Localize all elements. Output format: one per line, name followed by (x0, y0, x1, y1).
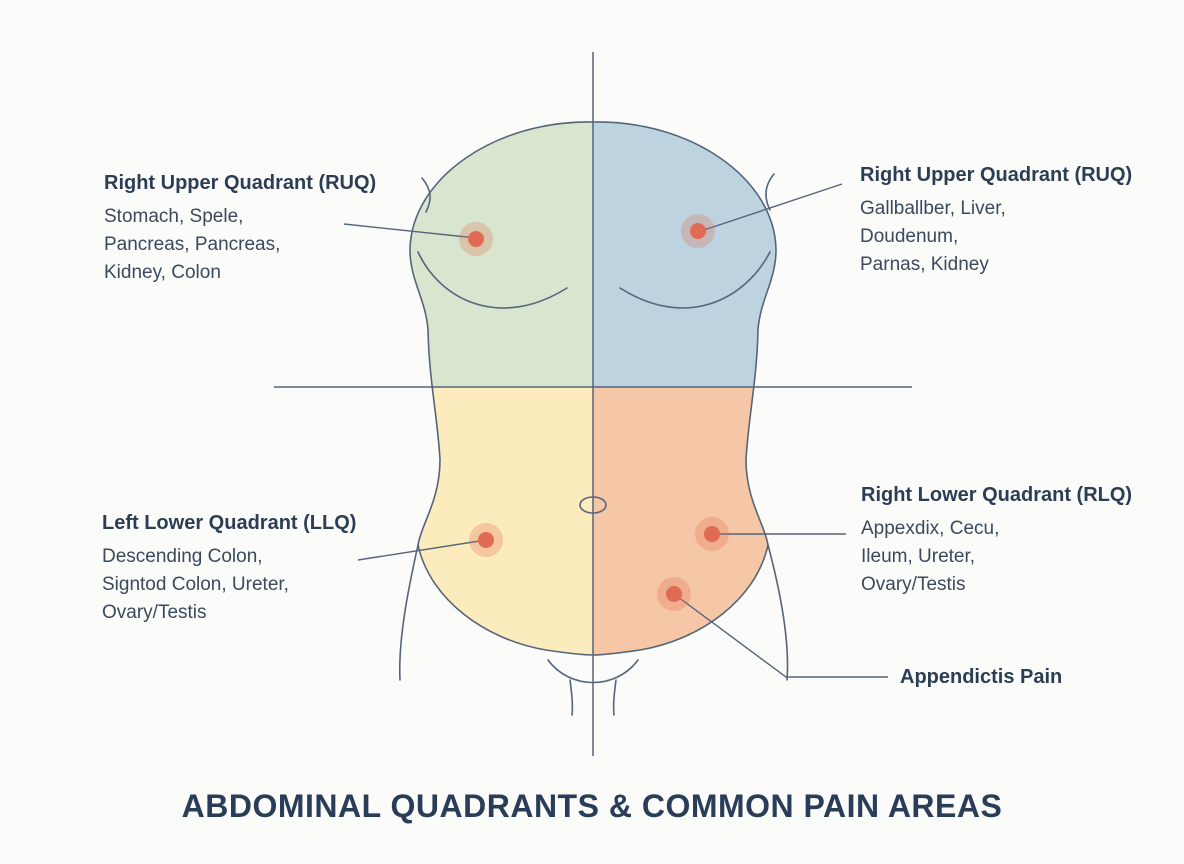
organ-list-line: Ovary/Testis (861, 574, 966, 595)
pain-marker-ruq-left (459, 222, 493, 256)
left-shoulder-line (421, 177, 431, 213)
leader-line-llq (357, 539, 487, 561)
right-shoulder-line (765, 173, 775, 211)
label-ruq-right: Right Upper Quadrant (RUQ) Gallballber, … (860, 164, 1132, 279)
pain-marker-rlq (695, 517, 729, 551)
pain-marker-llq (469, 523, 503, 557)
left-inner-leg (569, 679, 574, 716)
left-leg-outline (398, 544, 419, 681)
label-llq: Left Lower Quadrant (LLQ) Descending Col… (102, 512, 356, 627)
label-ruq-left: Right Upper Quadrant (RUQ) Stomach, Spel… (104, 172, 376, 287)
organ-list-line: Appexdix, Cecu, (861, 518, 1000, 539)
label-rlq: Right Lower Quadrant (RLQ) Appexdix, Cec… (861, 484, 1132, 599)
organ-list-line: Descending Colon, (102, 546, 263, 567)
right-chest-curve (619, 251, 771, 309)
quadrant-title: Left Lower Quadrant (LLQ) (102, 512, 357, 534)
organ-list-line: Ovary/Testis (102, 602, 207, 623)
leader-line-ruq-right (697, 183, 843, 233)
organ-list-line: Signtod Colon, Ureter, (102, 574, 289, 595)
organ-list-line: Kidney, Colon (104, 262, 221, 283)
organ-list-line: Gallballber, Liver, (860, 198, 1006, 219)
quadrant-title: Right Upper Quadrant (RUQ) (860, 164, 1133, 186)
organ-list-line: Pancreas, Pancreas, (104, 234, 281, 255)
right-inner-leg (612, 679, 617, 716)
appendicitis-pain-label: Appendictis Pain (900, 666, 1063, 688)
right-leg-outline (767, 544, 789, 681)
pain-marker-ruq-right (681, 214, 715, 248)
quadrant-title: Right Lower Quadrant (RLQ) (861, 484, 1133, 506)
pain-marker-appendicitis (657, 577, 691, 611)
quadrant-title: Right Upper Quadrant (RUQ) (104, 172, 377, 194)
leader-line-appendicitis (673, 593, 888, 678)
page-title: ABDOMINAL QUADRANTS & COMMON PAIN AREAS (181, 788, 1003, 824)
left-chest-curve (417, 251, 568, 309)
organ-list-line: Parnas, Kidney (860, 254, 989, 275)
organ-list-line: Stomach, Spele, (104, 206, 244, 227)
organ-list-line: Ileum, Ureter, (861, 546, 976, 567)
organ-list-line: Doudenum, (860, 226, 959, 247)
leader-line-ruq-left (343, 223, 477, 239)
